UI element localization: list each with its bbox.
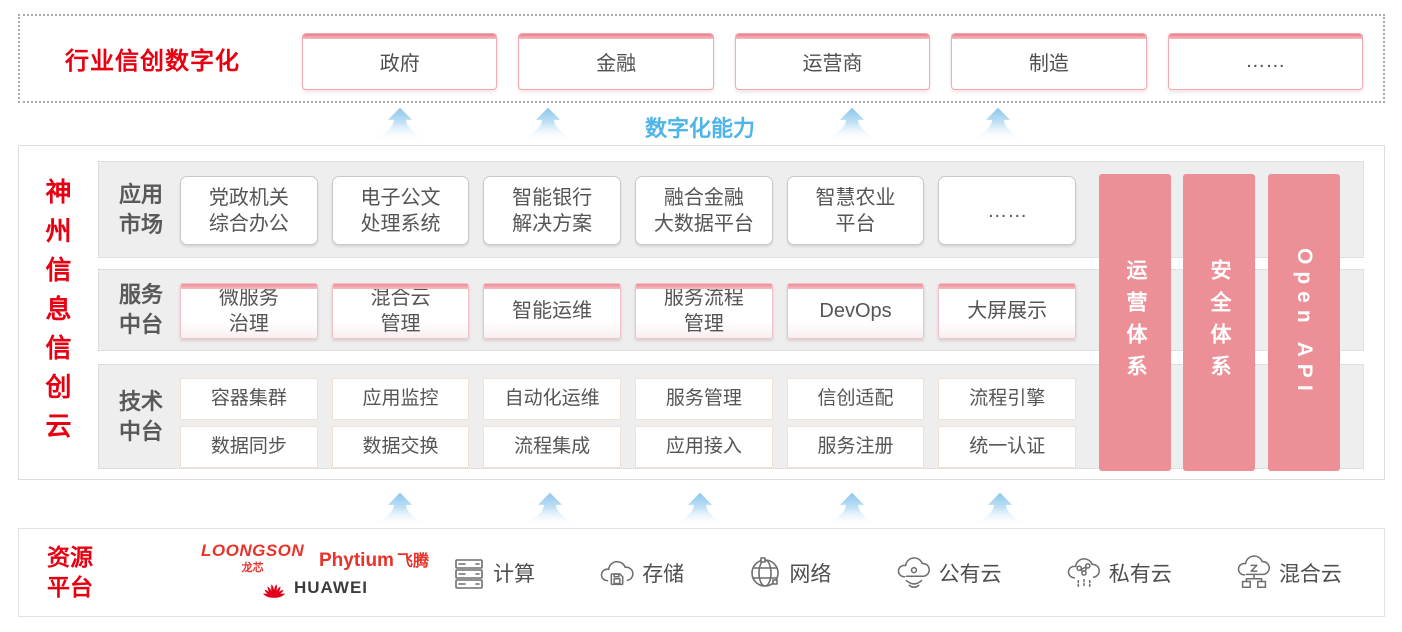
hybrid-cloud-icon [1237, 554, 1270, 588]
huawei-logo: HUAWEI [261, 575, 368, 601]
tech-box: 服务管理 [635, 378, 773, 420]
row-label-service: 服务 中台 [118, 282, 163, 337]
box-top-stripe [636, 284, 772, 289]
private-cloud-icon [1067, 557, 1100, 587]
industry-box-telecom: 运营商 [734, 33, 931, 90]
resource-band: 资源 平台 LOONGSON 龙芯 Phytium 飞腾 [18, 528, 1385, 617]
platform-section: 神州信息信创云 应用 市场 党政机关 综合办公 电子公文 处理系统 智能银行 解… [18, 145, 1385, 480]
up-arrow-icon [674, 492, 726, 527]
up-arrow-icon [374, 492, 426, 527]
row-panel-app-market: 应用 市场 党政机关 综合办公 电子公文 处理系统 智能银行 解决方案 融合金融… [98, 161, 1364, 258]
tech-boxes-top: 容器集群 应用监控 自动化运维 服务管理 信创适配 流程引擎 [180, 378, 1077, 420]
tech-box: 服务注册 [786, 426, 925, 468]
resource-item-private-cloud: 私有云 [1065, 555, 1172, 591]
industry-box-finance: 金融 [518, 33, 714, 90]
app-box: 电子公文 处理系统 [331, 176, 470, 245]
row-label-tech: 技术 中台 [118, 388, 163, 444]
industry-box-more: …… [1167, 33, 1364, 90]
industry-box-manufacturing: 制造 [951, 33, 1147, 90]
industry-boxes: 政府 金融 运营商 制造 …… [302, 33, 1364, 90]
row-panel-tech: 技术 中台 容器集群 应用监控 自动化运维 服务管理 信创适配 流程引擎 数据同… [98, 364, 1364, 469]
tech-box: 应用监控 [331, 378, 470, 420]
row-panel-service: 服务 中台 微服务 治理 混合云 管理 智能运维 服务流程 管理 DevOps … [98, 269, 1364, 351]
resource-band-title: 资源 平台 [47, 543, 93, 600]
tech-box: 数据同步 [180, 426, 318, 468]
app-box: 党政机关 综合办公 [180, 176, 318, 245]
network-globe-icon [751, 556, 780, 587]
industry-box-government: 政府 [302, 33, 498, 90]
box-top-stripe [952, 34, 1146, 39]
loongson-logo: LOONGSON 龙芯 [201, 541, 305, 574]
resource-item-storage: 存储 [598, 556, 684, 590]
up-arrow-icon [524, 492, 576, 527]
storage-cloud-icon [600, 560, 634, 585]
service-box: 智能运维 [483, 283, 622, 339]
pillar-security-system: 安全体系 [1183, 174, 1255, 471]
phytium-logo: Phytium 飞腾 [319, 550, 429, 571]
box-top-stripe [181, 284, 317, 289]
service-box: 服务流程 管理 [635, 283, 773, 339]
industry-band-title: 行业信创数字化 [65, 48, 240, 75]
box-top-stripe [939, 284, 1076, 289]
box-top-stripe [735, 34, 930, 39]
box-top-stripe [787, 284, 924, 289]
up-arrow-icon [974, 492, 1026, 527]
app-boxes: 党政机关 综合办公 电子公文 处理系统 智能银行 解决方案 融合金融 大数据平台… [180, 176, 1077, 245]
app-box: 智能银行 解决方案 [483, 176, 622, 245]
app-box-more: …… [938, 176, 1077, 245]
app-box: 智慧农业 平台 [786, 176, 925, 245]
tech-box: 数据交换 [331, 426, 470, 468]
service-box: 微服务 治理 [180, 283, 318, 339]
service-box: 混合云 管理 [331, 283, 470, 339]
up-arrow-icon [826, 107, 878, 142]
box-top-stripe [303, 34, 497, 39]
resource-item-compute: 计算 [451, 555, 535, 591]
tech-box: 统一认证 [938, 426, 1077, 468]
tech-box: 流程引擎 [938, 378, 1077, 420]
pillar-operations-system: 运营体系 [1099, 174, 1171, 471]
box-top-stripe [484, 284, 621, 289]
box-top-stripe [1168, 34, 1363, 39]
box-top-stripe [519, 34, 713, 39]
public-cloud-icon [897, 556, 930, 588]
huawei-flower-icon [263, 584, 285, 598]
capability-label: 数字化能力 [644, 116, 755, 141]
resource-item-network: 网络 [747, 555, 831, 591]
industry-band: 行业信创数字化 政府 金融 运营商 制造 …… [18, 14, 1385, 103]
tech-box: 信创适配 [786, 378, 925, 420]
tech-box: 流程集成 [483, 426, 622, 468]
tech-box: 自动化运维 [483, 378, 622, 420]
service-box: DevOps [786, 283, 925, 339]
up-arrow-icon [374, 107, 426, 142]
pillar-open-api: Open API [1268, 174, 1340, 471]
up-arrow-icon [972, 107, 1024, 142]
server-icon [455, 558, 483, 589]
app-box: 融合金融 大数据平台 [635, 176, 773, 245]
service-boxes: 微服务 治理 混合云 管理 智能运维 服务流程 管理 DevOps 大屏展示 [180, 283, 1077, 339]
row-label-app-market: 应用 市场 [118, 181, 163, 237]
box-top-stripe [332, 284, 469, 289]
platform-title: 神州信息信创云 [42, 177, 72, 451]
tech-box: 容器集群 [180, 378, 318, 420]
resource-items: 计算 存储 网络 [451, 529, 1342, 616]
service-box: 大屏展示 [938, 283, 1077, 339]
tech-boxes-bottom: 数据同步 数据交换 流程集成 应用接入 服务注册 统一认证 [180, 426, 1077, 468]
resource-item-public-cloud: 公有云 [895, 555, 1002, 591]
up-arrow-icon [522, 107, 574, 142]
resource-item-hybrid-cloud: 混合云 [1235, 554, 1342, 591]
up-arrow-icon [826, 492, 878, 527]
tech-box: 应用接入 [635, 426, 773, 468]
